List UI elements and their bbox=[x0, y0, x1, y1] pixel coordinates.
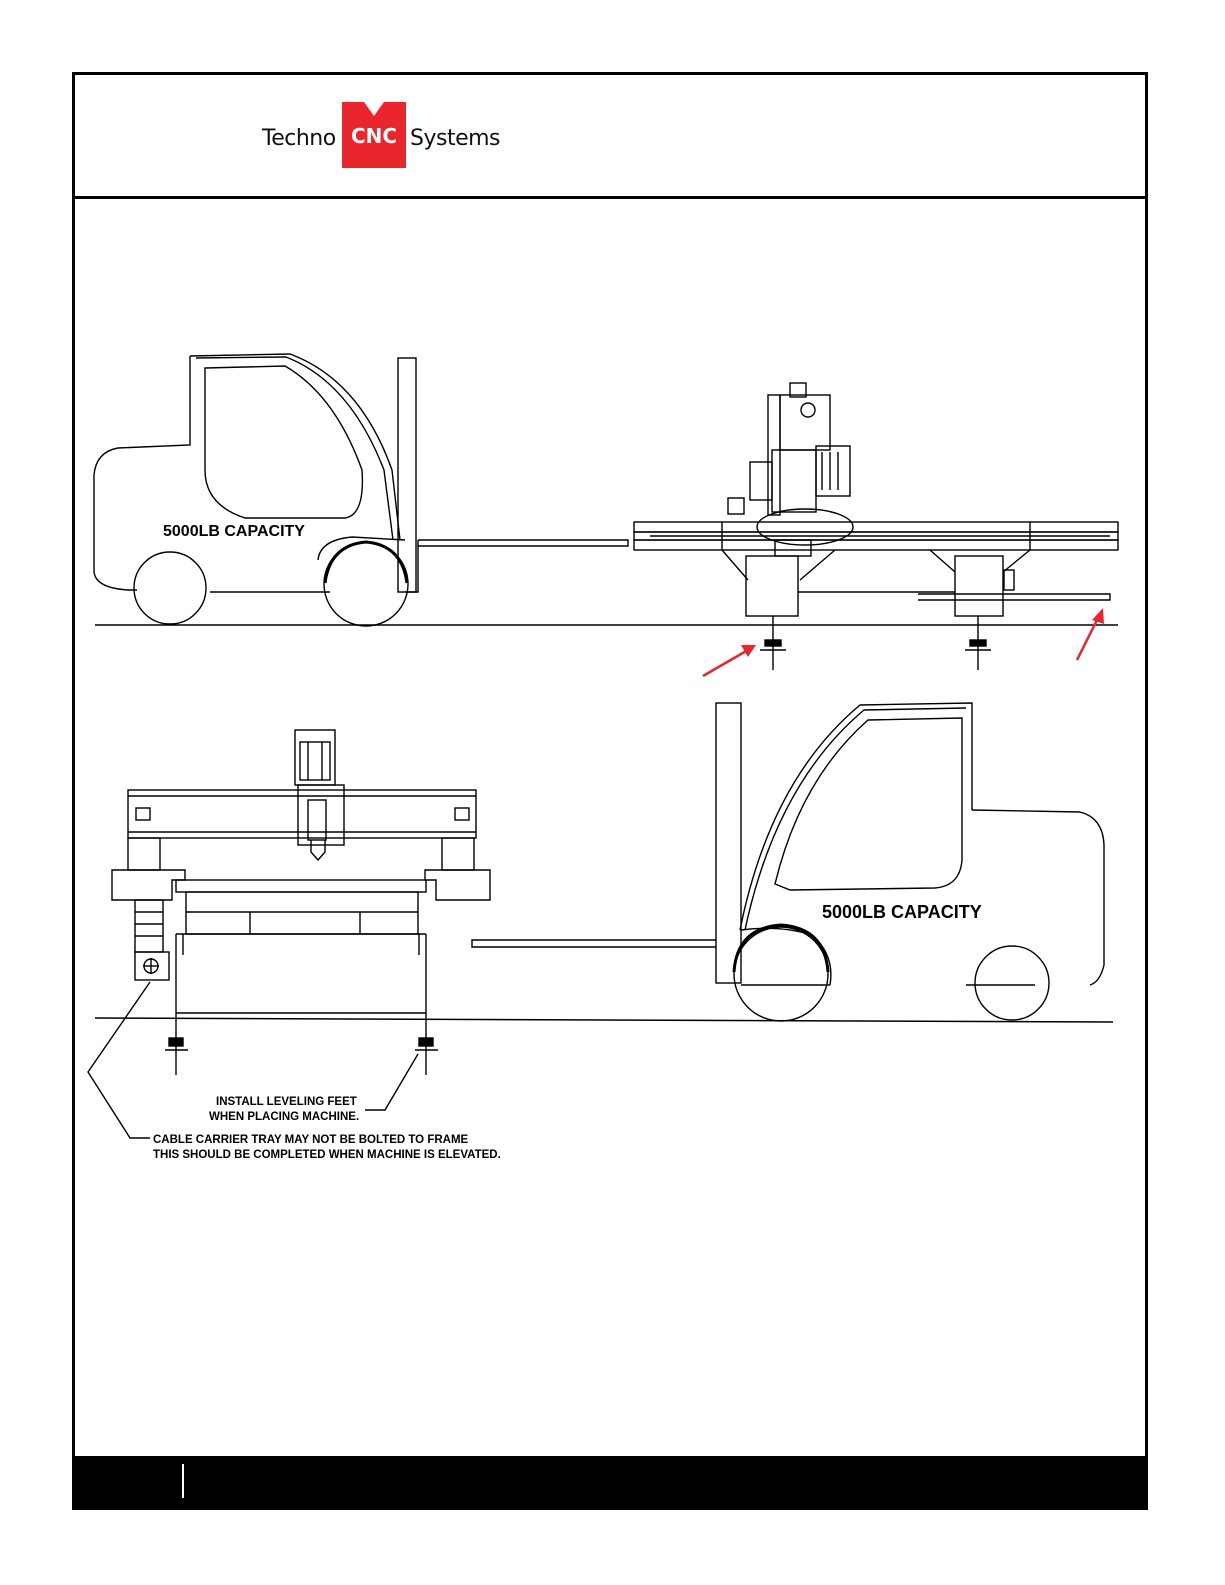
ground-line-bottom bbox=[95, 1018, 1113, 1022]
cable-note-leader bbox=[88, 982, 150, 1138]
forklift-right-capacity-label: 5000LB CAPACITY bbox=[822, 902, 982, 922]
leveling-note-leader bbox=[365, 1054, 418, 1110]
leveling-note-line1: INSTALL LEVELING FEET bbox=[216, 1096, 357, 1108]
cnc-machine-front-view bbox=[112, 730, 490, 1075]
leveling-note-line2: WHEN PLACING MACHINE. bbox=[209, 1111, 359, 1123]
footer-separator bbox=[182, 1464, 184, 1498]
footer-bar bbox=[72, 1456, 1148, 1510]
arrowhead-leveling-foot bbox=[741, 645, 756, 657]
arrowhead-cable-tray bbox=[1092, 608, 1104, 624]
cable-note-line1: CABLE CARRIER TRAY MAY NOT BE BOLTED TO … bbox=[153, 1134, 469, 1146]
forklift-left-capacity-label: 5000LB CAPACITY bbox=[163, 523, 305, 540]
red-callout-arrows bbox=[703, 608, 1104, 676]
cnc-machine-side-view bbox=[634, 383, 1118, 670]
cable-note-line2: THIS SHOULD BE COMPLETED WHEN MACHINE IS… bbox=[153, 1149, 501, 1161]
forklift-right bbox=[472, 703, 1104, 1021]
arrow-to-leveling-foot bbox=[703, 650, 748, 676]
forklift-left bbox=[94, 354, 628, 626]
